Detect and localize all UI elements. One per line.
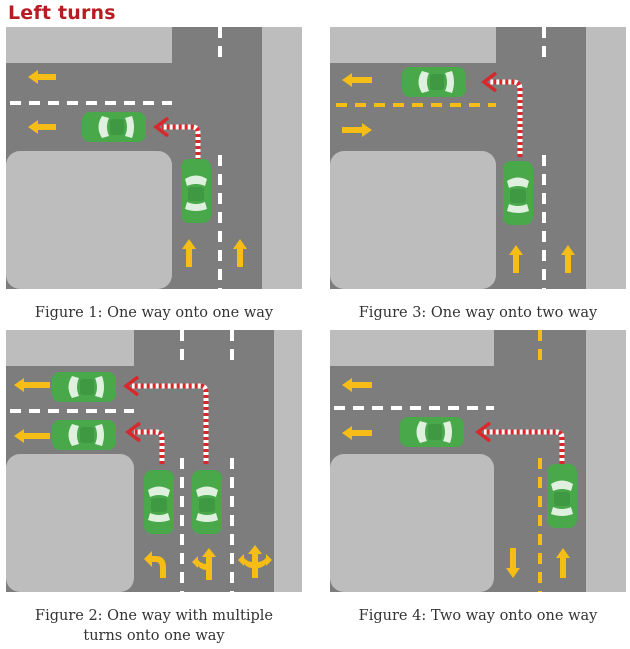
red-dashed-turn-path <box>123 375 209 464</box>
footpath-top-left <box>6 27 172 63</box>
footpath-bottom-left <box>330 151 496 289</box>
footpath-top-left <box>330 330 494 366</box>
figure-4-caption: Figure 4: Two way onto one way <box>358 608 598 624</box>
yellow-arrow-icon <box>28 120 56 134</box>
green-car-icon <box>547 464 577 528</box>
green-car-icon <box>192 470 222 534</box>
yellow-arrow-icon <box>342 73 372 87</box>
green-car-icon <box>402 67 466 97</box>
red-dashed-turn-path <box>475 421 565 464</box>
footpath-top-left <box>6 330 134 366</box>
caption-line: turns onto one way <box>83 628 225 644</box>
green-car-icon <box>52 420 116 450</box>
green-car-icon <box>52 372 116 402</box>
yellow-arrow-icon <box>561 245 575 273</box>
footpath-right <box>586 330 626 592</box>
yellow-arrow-icon <box>182 239 196 267</box>
footpath-top-left <box>330 27 496 63</box>
figure-2-diagram <box>6 330 302 592</box>
red-dashed-turn-path <box>481 71 523 157</box>
yellow-arrow-icon <box>192 548 216 580</box>
figure-3-caption: Figure 3: One way onto two way <box>358 305 598 321</box>
footpath-bottom-left <box>6 454 134 592</box>
yellow-arrow-icon <box>14 429 50 443</box>
green-car-icon <box>82 112 146 142</box>
yellow-arrow-icon <box>342 426 372 440</box>
green-car-icon <box>400 417 464 447</box>
yellow-arrow-icon <box>233 239 247 267</box>
yellow-arrow-icon <box>14 378 50 392</box>
yellow-arrow-icon <box>144 551 166 578</box>
red-dashed-turn-path <box>153 116 201 161</box>
page-title: Left turns <box>8 2 116 24</box>
yellow-arrow-icon <box>342 378 372 392</box>
red-dashed-turn-path <box>125 421 165 464</box>
footpath-bottom-left <box>6 151 172 289</box>
figure-1-caption: Figure 1: One way onto one way <box>34 305 274 321</box>
yellow-arrow-icon <box>28 70 56 84</box>
yellow-arrow-icon <box>556 548 570 578</box>
green-car-icon <box>503 161 533 225</box>
green-car-icon <box>144 470 174 534</box>
yellow-arrow-icon <box>238 545 272 578</box>
figure-4-diagram <box>330 330 626 592</box>
figure-3-diagram <box>330 27 626 289</box>
footpath-bottom-left <box>330 454 494 592</box>
footpath-right <box>586 27 626 289</box>
footpath-right <box>262 27 302 289</box>
footpath-right <box>274 330 302 592</box>
yellow-arrow-icon <box>509 245 523 273</box>
caption-line: Figure 2: One way with multiple <box>35 608 273 624</box>
yellow-arrow-icon <box>342 123 372 137</box>
figure-1-diagram <box>6 27 302 289</box>
yellow-arrow-icon <box>506 548 520 578</box>
green-car-icon <box>181 159 211 223</box>
figure-2-caption: Figure 2: One way with multiple turns on… <box>6 606 302 646</box>
